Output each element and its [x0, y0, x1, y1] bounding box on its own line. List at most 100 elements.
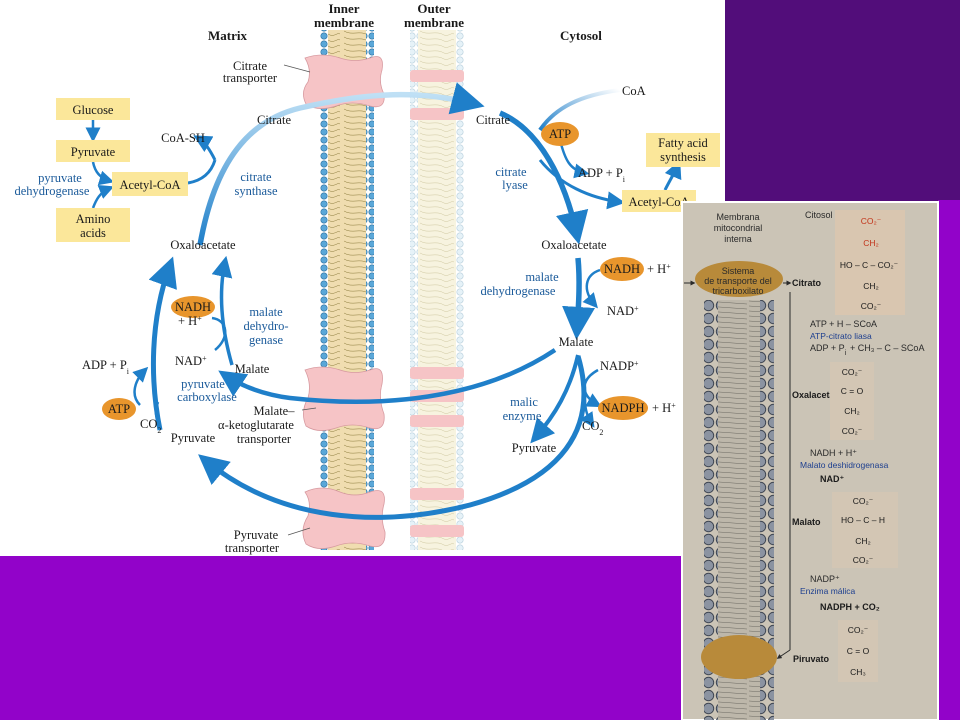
photo-oxalacetato-label: Oxalacetato	[792, 390, 844, 400]
oxaloacetate-matrix-label: Oxaloacetate	[170, 238, 236, 252]
slide-background-dark	[725, 0, 960, 205]
citrate-synthase-label-2: synthase	[234, 184, 278, 198]
pyruvate-box-label: Pyruvate	[71, 145, 116, 159]
photo-adp-pi-label: ADP + Pi	[810, 343, 847, 357]
pyruvate-carboxylase-label-1: pyruvate	[181, 377, 225, 391]
photo-membrana-label-1: Membrana	[716, 212, 759, 222]
adp-pi-cytosol-label: ADP + Pi	[578, 166, 626, 184]
photo-nad-label: NAD⁺	[820, 474, 844, 484]
adp-pi-matrix-label: ADP + Pi	[82, 358, 130, 376]
amino-acids-label-2: acids	[80, 226, 106, 240]
photo-sistema-label-2: de transporte del	[704, 276, 772, 286]
nadp-label: NADP+	[600, 359, 639, 374]
photo-enzima-malica-label: Enzima málica	[800, 586, 856, 596]
atp-matrix-label: ATP	[108, 402, 130, 416]
malate-dehydrogenase-cytosol-label-2: dehydrogenase	[481, 284, 556, 298]
photo-citrato-structure-box	[835, 210, 905, 315]
photo-membrana-label-3: interna	[724, 234, 752, 244]
citrate-cytosol-label: Citrate	[476, 113, 510, 127]
photo-sistema-label-3: tricarboxilato	[712, 286, 763, 296]
photo-pyruvate-transporter	[701, 635, 777, 679]
citrate-matrix-label: Citrate	[257, 113, 291, 127]
nadh-cytosol-badge	[600, 257, 644, 281]
malate-ketoglutarate-label-3: transporter	[237, 432, 292, 446]
photo-nadh-h-label: NADH + H⁺	[810, 448, 857, 458]
nadh-cytosol-label: NADH	[604, 262, 640, 276]
photo-sistema-label-1: Sistema	[722, 266, 755, 276]
photo-atp-hscoa-label: ATP + H – SCoA	[810, 319, 877, 329]
slide-background-right	[938, 200, 960, 720]
atp-matrix-badge	[102, 398, 136, 420]
photo-malato-dh-label: Malato deshidrogenasa	[800, 460, 889, 470]
photo-nadph-co2-label: NADPH + CO₂	[820, 602, 880, 612]
malic-enzyme-label-1: malic	[510, 395, 538, 409]
pyruvate-transporter-label-2: transporter	[225, 541, 280, 555]
malate-dehydrogenase-matrix-label-2: dehydro-	[243, 319, 288, 333]
photo-piruvato-structure-line-3: CH₃	[850, 667, 866, 677]
photo-citrato-structure-line-1: CO₂⁻	[861, 216, 882, 226]
photo-piruvato-structure-line-2: C = O	[847, 646, 870, 656]
citrate-lyase-label-1: citrate	[495, 165, 527, 179]
header-outer-2: membrane	[404, 15, 464, 30]
photo-malato-structure-box	[832, 492, 898, 568]
citrate-transporter-label-2: transporter	[223, 71, 278, 85]
co2-cytosol-label: CO2	[582, 419, 603, 437]
malate-ketoglutarate-transporter-protein	[303, 366, 385, 431]
photo-atp-citrato-liasa-label: ATP-citrato liasa	[810, 331, 872, 341]
photo-oxal-structure-line-2: C = O	[841, 386, 864, 396]
acetyl-coa-cytosol-label: Acetyl-CoA	[628, 195, 689, 209]
header-inner-1: Inner	[328, 1, 359, 16]
header-inner-2: membrane	[314, 15, 374, 30]
coa-sh-label: CoA-SH	[161, 131, 205, 145]
photo-oxalacetato-structure-box	[830, 362, 874, 440]
left-figure: Matrix Inner membrane Outer membrane Cyt…	[14, 1, 720, 555]
photo-nadp-label: NADP⁺	[810, 574, 840, 584]
pyruvate-transporter-label-1: Pyruvate	[234, 528, 279, 542]
acetyl-coa-cytosol-box	[622, 190, 696, 212]
photo-citrato-structure-line-2: CH₂	[863, 238, 879, 248]
photo-oxal-structure-line-1: CO₂⁻	[842, 367, 863, 377]
photo-piruvato-label: Piruvato	[793, 654, 830, 664]
co2-matrix-label: CO2	[140, 417, 161, 435]
nad-matrix-label: NAD+	[175, 354, 207, 369]
header-cytosol: Cytosol	[560, 28, 602, 43]
malate-dehydrogenase-cytosol-label-1: malate	[525, 270, 559, 284]
photo-membrana-label-2: mitocondrial	[714, 223, 763, 233]
citrate-transporter-label-1: Citrate	[233, 59, 267, 73]
nadph-badge	[598, 396, 648, 420]
pyruvate-carboxylase-label-2: carboxylase	[177, 390, 237, 404]
photo-citrato-structure-line-3: HO – C – CO₂⁻	[840, 260, 898, 270]
glucose-label: Glucose	[73, 103, 114, 117]
malate-dehydrogenase-matrix-label-3: genase	[249, 333, 283, 347]
photo-oxal-structure-line-4: CO₂⁻	[842, 426, 863, 436]
photo-citrato-label: Citrato	[792, 278, 822, 288]
pyruvate-dehydrogenase-label-1: pyruvate	[38, 171, 82, 185]
header-matrix: Matrix	[208, 28, 247, 43]
photo-malato-label: Malato	[792, 517, 821, 527]
photo-piruvato-structure-line-1: CO₂⁻	[848, 625, 869, 635]
malate-ketoglutarate-label-1: Malate–	[254, 404, 296, 418]
oxaloacetate-cytosol-label: Oxaloacetate	[541, 238, 607, 252]
nad-cytosol-label: NAD+	[607, 304, 639, 319]
glucose-box	[56, 98, 130, 120]
header-outer-1: Outer	[417, 1, 450, 16]
nadph-label: NADPH	[601, 401, 644, 415]
atp-cytosol-badge	[541, 122, 579, 146]
inner-membrane	[320, 30, 374, 550]
photo-acetyl-scoa-label: + CH₃ – C – SCoA	[850, 343, 924, 353]
photo-membrane-left-beads	[704, 300, 718, 720]
pyruvate-matrix-label: Pyruvate	[171, 431, 216, 445]
photo-tricarboxylate-transporter	[695, 261, 783, 297]
malate-cytosol-label: Malate	[559, 335, 594, 349]
photo-citrato-structure-line-4: CH₂	[863, 281, 879, 291]
fatty-acid-label-2: synthesis	[660, 150, 706, 164]
amino-acids-label-1: Amino	[76, 212, 111, 226]
h-plus-matrix-label: + H+	[178, 314, 202, 329]
h-plus-cytosol-2-label: + H+	[652, 401, 676, 416]
right-photo-figure: Membrana mitocondrial interna Citosol Si…	[681, 201, 939, 720]
nadh-matrix-label: NADH	[175, 300, 211, 314]
photo-malato-structure-line-1: CO₂⁻	[853, 496, 874, 506]
photo-malato-structure-line-4: CO₂⁻	[853, 555, 874, 565]
malic-enzyme-label-2: enzyme	[503, 409, 542, 423]
